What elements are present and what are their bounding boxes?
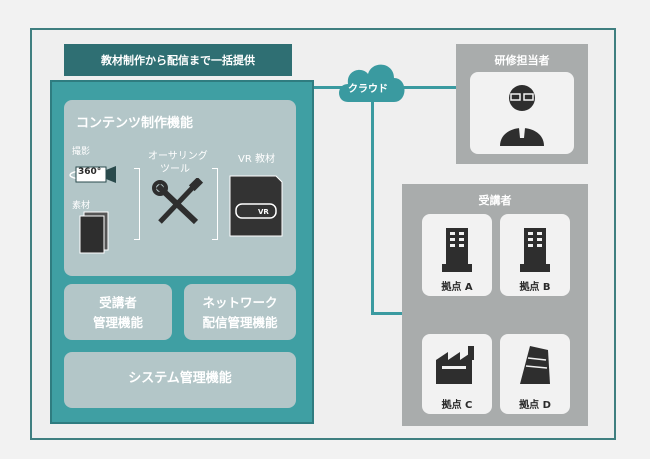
line-cloud-down <box>371 100 374 314</box>
platform-header: 教材制作から配信まで一括提供 <box>64 44 292 76</box>
badge-360: 360° <box>78 167 102 177</box>
system-management-label: システム管理機能 <box>128 371 232 386</box>
line-cloud-to-trainer <box>404 86 456 89</box>
shoot-label: 撮影 <box>72 147 91 157</box>
vr-badge: VR <box>258 208 269 216</box>
learner-management-line1: 受講者 <box>99 295 137 310</box>
tower-icon <box>514 340 556 390</box>
vr-material-label: VR 教材 <box>238 154 275 165</box>
learners-title: 受講者 <box>478 194 512 207</box>
authoring-label-line2: ツール <box>160 164 190 175</box>
learner-management-line2: 管理機能 <box>92 315 143 330</box>
site-b-label: 拠点 B <box>519 282 551 293</box>
bracket-left <box>134 168 140 240</box>
site-d-label: 拠点 D <box>519 400 551 411</box>
site-a-label: 拠点 A <box>441 282 473 293</box>
cloud-label: クラウド <box>348 84 388 95</box>
network-management-box <box>184 284 296 340</box>
bracket-right <box>212 168 218 240</box>
vr-material-icon <box>228 172 284 238</box>
camera-360-icon <box>68 162 124 186</box>
person-icon <box>496 78 548 148</box>
building-icon <box>518 224 552 272</box>
cloud-icon <box>334 56 410 106</box>
material-label: 素材 <box>72 201 91 211</box>
documents-icon <box>78 210 112 254</box>
tools-icon <box>150 176 206 228</box>
building-icon <box>440 224 474 272</box>
factory-icon <box>434 344 480 390</box>
line-platform-to-cloud <box>314 86 344 89</box>
contents-production-title: コンテンツ制作機能 <box>76 116 194 131</box>
authoring-label-line1: オーサリング <box>148 151 208 162</box>
network-management-line1: ネットワーク <box>202 295 278 310</box>
system-management-box <box>64 352 296 408</box>
site-c-label: 拠点 C <box>441 400 473 411</box>
trainer-title: 研修担当者 <box>494 54 550 67</box>
network-management-line2: 配信管理機能 <box>202 315 278 330</box>
learner-management-box <box>64 284 172 340</box>
